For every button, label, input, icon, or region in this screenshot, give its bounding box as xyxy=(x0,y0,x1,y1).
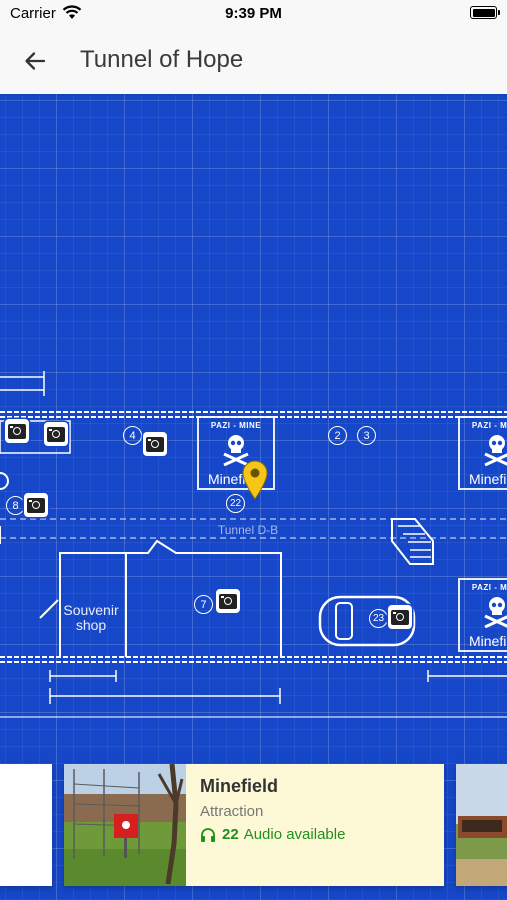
poi-marker-22[interactable]: 22 xyxy=(226,494,245,513)
poi-marker-2[interactable]: 2 xyxy=(328,426,347,445)
minefield-sign[interactable]: PAZI - MINE Minefield xyxy=(458,416,507,490)
camera-icon[interactable] xyxy=(143,432,167,456)
location-pin-icon[interactable] xyxy=(241,460,269,500)
headphones-icon xyxy=(201,827,215,842)
audio-label: Audio available xyxy=(243,826,346,843)
app-header: Tunnel of Hope xyxy=(0,26,507,94)
poi-marker-7[interactable]: 7 xyxy=(194,595,213,614)
arrow-left-icon xyxy=(25,52,46,70)
camera-icon[interactable] xyxy=(44,422,68,446)
poi-marker-4[interactable]: 4 xyxy=(123,426,142,445)
skull-crossbones-icon xyxy=(223,435,249,466)
camera-icon[interactable] xyxy=(388,605,412,629)
poi-marker-3[interactable]: 3 xyxy=(357,426,376,445)
attraction-category: Attraction xyxy=(200,803,264,820)
skull-crossbones-icon xyxy=(484,597,507,628)
attraction-card-previous[interactable] xyxy=(0,764,52,886)
mine-sign-header: PAZI - MINE xyxy=(471,421,507,430)
mine-sign-footer: Minefield xyxy=(468,633,507,649)
tunnel-label: Tunnel D-B xyxy=(217,523,279,537)
attraction-card-next[interactable] xyxy=(456,764,507,886)
skull-crossbones-icon xyxy=(484,435,507,466)
audio-availability: 22 Audio available xyxy=(200,826,345,843)
camera-icon[interactable] xyxy=(24,493,48,517)
poi-marker-23[interactable]: 23 xyxy=(369,609,388,628)
camera-icon[interactable] xyxy=(5,419,29,443)
mine-sign-header: PAZI - MINE xyxy=(210,421,262,430)
minefield-sign[interactable]: PAZI - MINE Minefield xyxy=(458,578,507,652)
audio-count: 22 xyxy=(222,826,239,843)
camera-icon[interactable] xyxy=(216,589,240,613)
carrier-label: Carrier xyxy=(10,5,56,22)
mine-sign-header: PAZI - MINE xyxy=(471,583,507,592)
minefield-photo xyxy=(64,764,186,886)
clock: 9:39 PM xyxy=(225,5,282,22)
attraction-title: Minefield xyxy=(200,776,279,796)
mine-sign-footer: Minefield xyxy=(468,471,507,487)
souvenir-shop-label: Souvenir shop xyxy=(63,602,119,634)
wifi-icon xyxy=(62,5,82,19)
attraction-carousel[interactable]: Minefield Attraction 22 Audio available xyxy=(0,764,507,886)
floor-plan xyxy=(0,371,507,718)
battery-icon xyxy=(470,6,500,19)
page-title: Tunnel of Hope xyxy=(80,46,244,73)
attraction-card-body: Minefield Attraction 22 Audio available xyxy=(186,764,359,886)
poi-marker-8[interactable]: 8 xyxy=(6,496,25,515)
back-button[interactable] xyxy=(14,40,56,82)
status-bar: Carrier 9:39 PM xyxy=(0,0,507,26)
attraction-card-selected[interactable]: Minefield Attraction 22 Audio available xyxy=(64,764,444,886)
